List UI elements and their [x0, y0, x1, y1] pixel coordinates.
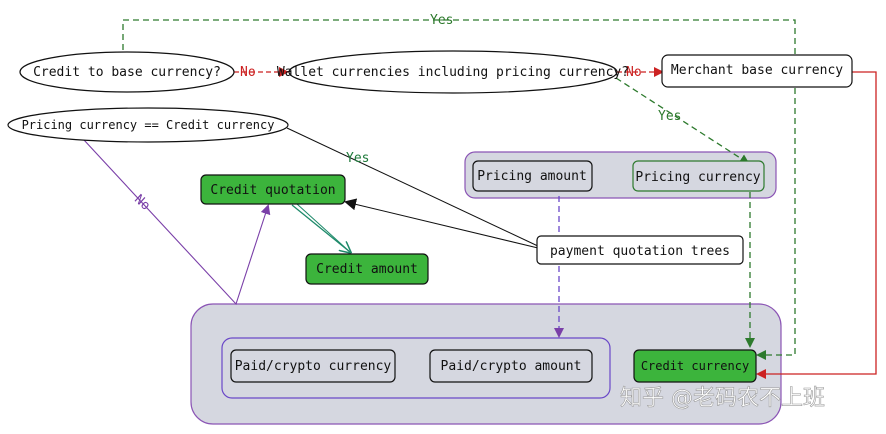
node-credit-currency: Credit currency	[641, 359, 749, 373]
node-wallet-currencies-shape	[288, 50, 618, 94]
edge-yes-top	[122, 19, 796, 360]
node-pricing-eq-credit: Pricing currency == Credit currency	[22, 118, 275, 132]
watermark: 知乎 @老码农不上班	[620, 386, 825, 411]
node-pricing-amount-shape	[472, 160, 593, 192]
edge-label-no-2: No	[626, 65, 642, 80]
node-paid-amount: Paid/crypto amount	[441, 359, 582, 374]
edge-trees-quotation	[344, 198, 539, 249]
edge-label-yes-pricing: Yes	[346, 151, 369, 166]
node-paid-currency: Paid/crypto currency	[235, 359, 392, 374]
node-pricing-amount: Pricing amount	[477, 169, 587, 184]
node-credit-to-base: Credit to base currency?	[33, 65, 221, 80]
edge-label-yes-top: Yes	[430, 13, 453, 28]
edge-yes-wallet	[615, 77, 750, 165]
node-credit-amount-shape	[305, 253, 429, 285]
node-pricing-currency-shape	[632, 160, 765, 192]
node-merchant-base: Merchant base currency	[671, 63, 843, 78]
node-merchant-base-shape	[661, 54, 853, 88]
edge-yes-pricing	[286, 127, 541, 248]
edge-no-pricing	[83, 139, 271, 306]
edge-quotation-amount-1	[291, 204, 350, 252]
node-credit-amount: Credit amount	[316, 262, 418, 277]
node-credit-quotation: Credit quotation	[210, 183, 335, 198]
edge-merchant-credit	[756, 71, 877, 379]
node-credit-quotation-shape	[200, 174, 346, 205]
node-paid-amount-shape	[429, 349, 593, 383]
edge-label-no-1: No	[240, 65, 256, 80]
node-payment-trees: payment quotation trees	[550, 244, 730, 259]
node-payment-trees-shape	[536, 235, 744, 265]
node-credit-currency-shape	[633, 349, 757, 383]
node-pricing-currency: Pricing currency	[635, 170, 760, 185]
node-pricing-eq-credit-shape	[7, 107, 289, 143]
edge-label-yes-wallet: Yes	[658, 109, 681, 124]
node-paid-currency-shape	[230, 349, 396, 383]
edge-quotation-amount-2	[296, 203, 351, 253]
node-wallet-currencies: Wallet currencies including pricing curr…	[277, 65, 629, 80]
node-credit-to-base-shape	[19, 51, 235, 93]
